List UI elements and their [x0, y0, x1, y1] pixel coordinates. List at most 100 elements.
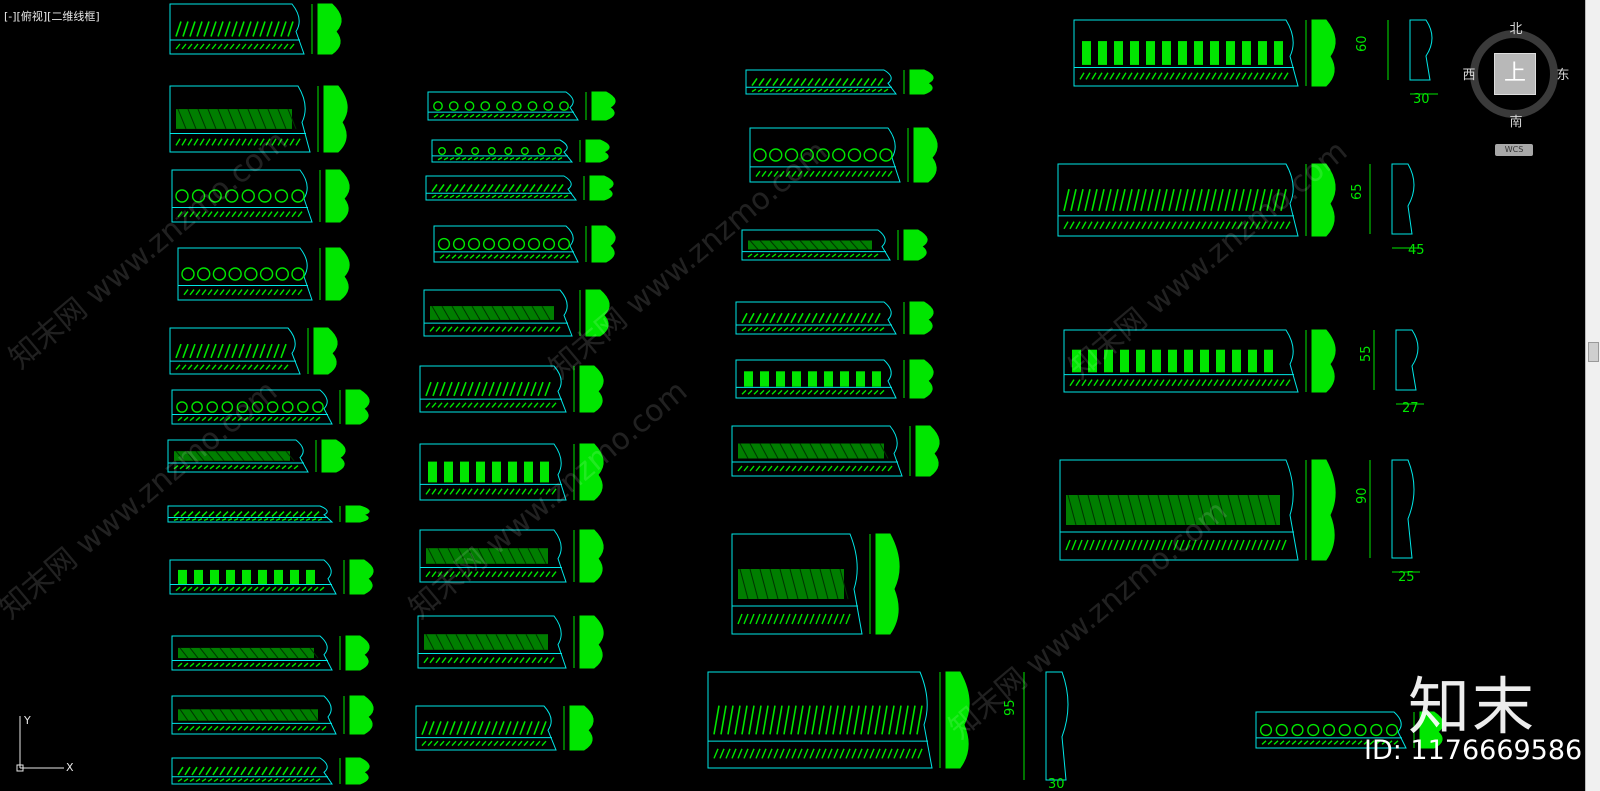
compass-south[interactable]: 南: [1509, 115, 1523, 130]
dim-height-1: 60: [1355, 35, 1370, 52]
watermark-1: 知末网 www.znzmo.com: [3, 124, 294, 376]
molding-outline-c1-4: [169, 327, 301, 375]
watermark-2: 知末网 www.znzmo.com: [0, 374, 284, 626]
viewcube-top-face[interactable]: 上: [1494, 53, 1536, 95]
molding-profile-c1-9: [345, 635, 370, 671]
molding-profile-c1-10: [349, 695, 374, 735]
molding-outline-c1-9: [171, 635, 333, 671]
viewcube-compass-ring[interactable]: [1470, 30, 1558, 118]
molding-profile-c1-7: [345, 505, 370, 523]
compass-north[interactable]: 北: [1509, 22, 1523, 37]
molding-profile-c3-5: [915, 425, 940, 477]
molding-outline-c1-8: [169, 559, 337, 595]
molding-profile-c4-3: [1311, 459, 1336, 561]
molding-outline-c4-3: [1059, 459, 1299, 561]
compass-east[interactable]: 东: [1556, 68, 1570, 83]
molding-profile-c1-1: [323, 85, 348, 153]
molding-outline-c4-1: [1057, 163, 1299, 237]
molding-outline-c3-1: [749, 127, 901, 183]
molding-profile-c4-4: [1419, 711, 1444, 749]
molding-outline-c2-1: [431, 139, 574, 163]
molding-profile-c4-1: [1311, 163, 1336, 237]
molding-profile-c2-1: [585, 139, 610, 163]
molding-profile-c2-4: [585, 289, 610, 337]
molding-profile-c2-0: [591, 91, 616, 121]
molding-profile-c4-0: [1311, 19, 1336, 87]
ucs-icon: Y X: [16, 714, 74, 774]
dim-height-4: 90: [1355, 487, 1370, 504]
vertical-scrollbar[interactable]: [1585, 0, 1600, 791]
ucs-y-label: Y: [23, 714, 31, 727]
molding-outline-c3-2: [741, 229, 891, 261]
molding-outline-c3-0: [745, 69, 897, 95]
molding-profile-c4-2: [1311, 329, 1336, 393]
detail-profile-4: [1045, 671, 1069, 781]
molding-profile-c2-8: [579, 615, 604, 669]
viewport-controls-label[interactable]: [-][俯视][二维线框]: [4, 10, 100, 23]
dim-height-3: 55: [1359, 345, 1374, 362]
molding-outline-c1-7: [167, 505, 334, 523]
dim-width-4: 25: [1398, 570, 1415, 585]
molding-profile-c2-5: [579, 365, 604, 413]
molding-profile-c1-11: [345, 757, 370, 785]
molding-profile-c3-6: [875, 533, 900, 635]
dim-height-5: 95: [1003, 699, 1018, 716]
molding-outline-c3-5: [731, 425, 903, 477]
wcs-menu-button[interactable]: WCS: [1495, 144, 1533, 156]
molding-outline-c1-11: [171, 757, 333, 785]
dim-height-2: 65: [1350, 183, 1365, 200]
detail-profile-3: [1391, 459, 1415, 559]
molding-outline-c1-2: [171, 169, 313, 223]
compass-west[interactable]: 西: [1462, 68, 1476, 83]
viewcube[interactable]: 上 北 南 西 东: [1462, 18, 1573, 130]
dim-width-5: 30: [1048, 777, 1065, 791]
molding-profile-c3-2: [903, 229, 928, 261]
molding-outline-c2-8: [417, 615, 567, 669]
molding-outline-c4-4: [1255, 711, 1407, 749]
molding-outline-c3-7: [707, 671, 933, 769]
molding-outline-c2-9: [415, 705, 557, 751]
molding-outline-c1-10: [171, 695, 337, 735]
molding-outline-c2-0: [427, 91, 579, 121]
molding-profile-c3-7: [945, 671, 970, 769]
molding-profile-c3-0: [909, 69, 934, 95]
molding-outline-c1-6: [167, 439, 309, 473]
detail-profile-0: [1409, 19, 1433, 81]
molding-outline-c1-3: [177, 247, 313, 301]
molding-profile-c3-1: [913, 127, 938, 183]
molding-profile-c2-6: [579, 443, 604, 501]
molding-outline-c1-1: [169, 85, 311, 153]
dim-width-1: 30: [1413, 92, 1430, 107]
molding-profile-c2-3: [591, 225, 616, 263]
dim-width-2: 45: [1408, 243, 1425, 258]
molding-outline-c3-4: [735, 359, 897, 399]
watermark-6: 知末网 www.znzmo.com: [1063, 134, 1354, 386]
molding-outline-c1-0: [169, 3, 305, 55]
molding-outline-c2-7: [419, 529, 567, 583]
molding-profile-c1-2: [325, 169, 350, 223]
molding-profile-c2-7: [579, 529, 604, 583]
molding-profile-c1-8: [349, 559, 374, 595]
molding-profile-c1-4: [313, 327, 338, 375]
molding-outline-c1-5: [171, 389, 333, 425]
molding-drawings: [167, 3, 1444, 785]
molding-outline-c2-2: [425, 175, 577, 201]
molding-profile-c1-5: [345, 389, 370, 425]
molding-profile-c1-0: [317, 3, 342, 55]
molding-outline-c4-0: [1073, 19, 1299, 87]
molding-profile-c3-3: [909, 301, 934, 335]
brand-logo-text: 知末: [1408, 670, 1537, 743]
dim-width-3: 27: [1402, 401, 1419, 416]
molding-outline-c2-4: [423, 289, 573, 337]
molding-profile-c1-6: [321, 439, 346, 473]
molding-profile-c2-2: [589, 175, 614, 201]
detail-profile-2: [1395, 329, 1419, 391]
molding-outline-c2-3: [433, 225, 579, 263]
molding-profile-c3-4: [909, 359, 934, 399]
molding-outline-c2-5: [419, 365, 567, 413]
molding-outline-c4-2: [1063, 329, 1299, 393]
asset-id-text: ID: 1176669586: [1364, 735, 1583, 766]
scrollbar-thumb[interactable]: [1588, 342, 1599, 362]
molding-outline-c2-6: [419, 443, 567, 501]
